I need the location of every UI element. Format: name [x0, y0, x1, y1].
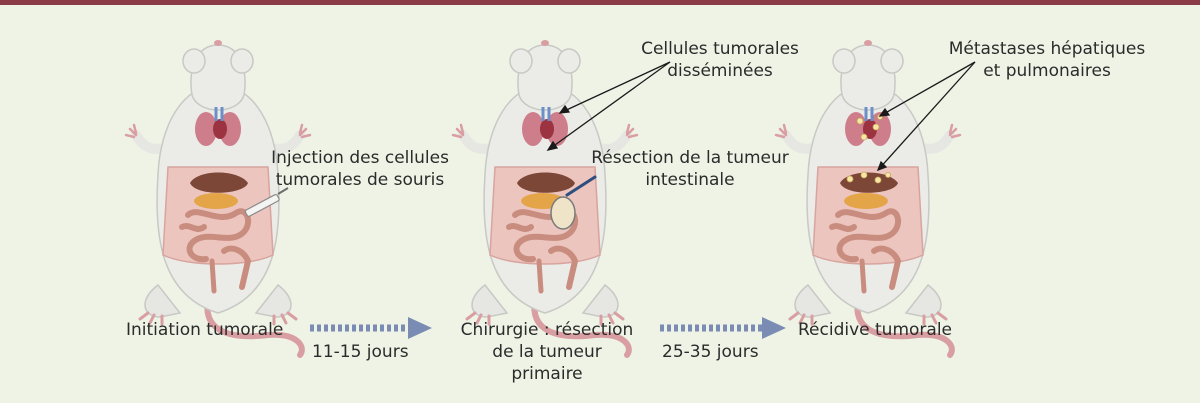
mouse-1-illustration	[126, 40, 310, 355]
pointer-lines	[546, 61, 976, 172]
stage-recurrence-label: Récidive tumorale	[798, 320, 953, 340]
injection-label: Injection des cellules tumorales de sour…	[271, 148, 449, 190]
interval-1-label: 11-15 jours	[312, 342, 409, 362]
metastases-label: Métastases hépatiques et pulmonaires	[948, 39, 1146, 81]
interval-2-label: 25-35 jours	[662, 342, 759, 362]
top-accent-bar	[0, 0, 1200, 5]
syringe-icon	[244, 187, 289, 217]
resection-label: Résection de la tumeur intestinale	[591, 148, 789, 190]
mouse-2-illustration	[453, 40, 637, 355]
scalpel-icon	[565, 175, 597, 197]
mouse-3-illustration	[776, 40, 960, 355]
interval-arrow-2	[660, 317, 786, 339]
stage-initiation-label: Initiation tumorale	[126, 320, 284, 340]
resected-tumor-icon	[550, 196, 576, 230]
disseminated-cells-label: Cellules tumorales disséminées	[641, 39, 799, 81]
stage-surgery-label: Chirurgie : résection de la tumeur prima…	[460, 320, 634, 384]
interval-arrow-1	[310, 317, 432, 339]
